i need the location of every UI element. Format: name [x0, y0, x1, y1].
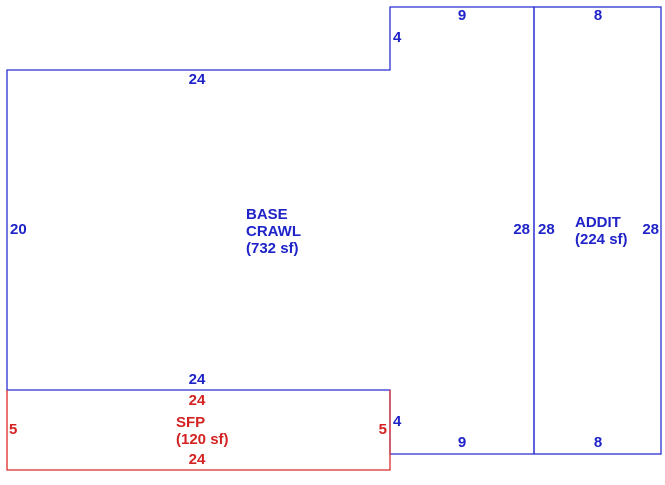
- base-dim-top-left: 24: [189, 71, 206, 88]
- addit-outline: [533, 6, 662, 455]
- base-label-line2: CRAWL: [246, 223, 301, 240]
- addit-dim-right: 28: [642, 221, 659, 238]
- sfp-dim-right: 5: [379, 421, 387, 438]
- sfp-dim-top: 24: [189, 392, 206, 409]
- addit-dim-bottom: 8: [594, 434, 602, 451]
- sfp-area: (120 sf): [176, 431, 229, 448]
- sfp-dim-left: 5: [9, 421, 17, 438]
- addit-label: ADDIT: [575, 214, 621, 231]
- base-dim-step-top: 9: [458, 7, 466, 24]
- base-dim-step-up: 4: [393, 29, 402, 46]
- base-dim-bottom-right: 9: [458, 434, 466, 451]
- sfp-dim-bottom: 24: [189, 451, 206, 468]
- base-dim-step-down: 4: [393, 413, 402, 430]
- base-area: (732 sf): [246, 240, 299, 257]
- sfp-label: SFP: [176, 414, 205, 431]
- base-dim-left: 20: [10, 221, 27, 238]
- addit-dim-top: 8: [594, 7, 602, 24]
- sfp-outline: [6, 390, 391, 471]
- base-dim-bottom: 24: [189, 371, 206, 388]
- base-dim-right: 28: [513, 221, 530, 238]
- addit-dim-left: 28: [538, 221, 555, 238]
- base-label-line1: BASE: [246, 206, 288, 223]
- addit-area: (224 sf): [575, 231, 628, 248]
